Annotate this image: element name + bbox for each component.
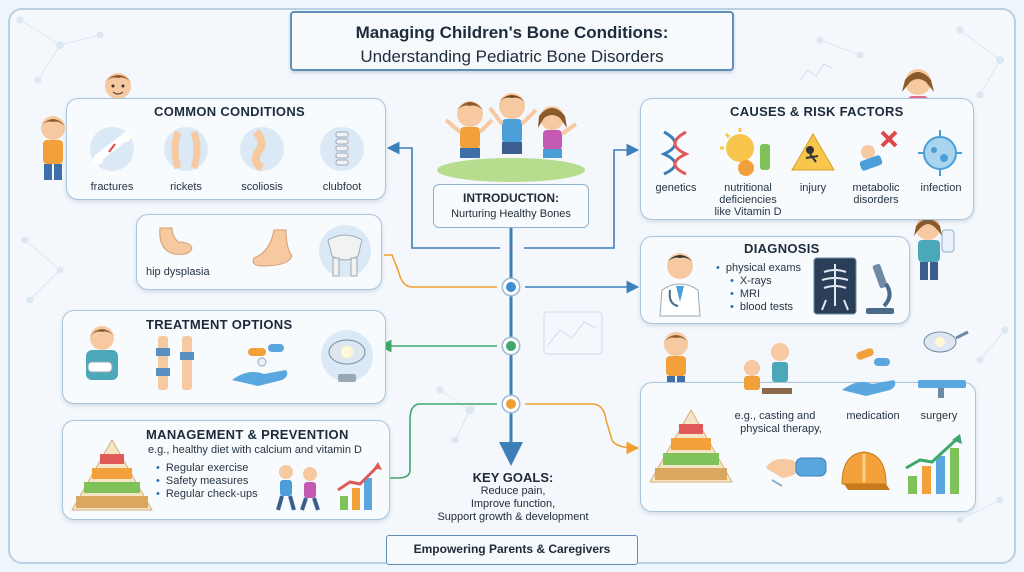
key-goal-item: Reduce pain, (480, 485, 546, 497)
condition-label-hip-dysplasia: hip dysplasia (146, 266, 210, 278)
kids-running-icon (276, 465, 320, 511)
cause-label-metabolic-2: disorders (853, 194, 899, 206)
diagnosis-list: physical exams X-rays MRI blood tests (716, 262, 801, 314)
treatment-label-therapy: physical therapy, (740, 423, 822, 435)
cause-label-nutritional-1: nutritional (724, 182, 772, 194)
cause-label-infection: infection (920, 182, 962, 194)
pills-hand-icon (842, 348, 896, 396)
physical-therapy-icon (744, 343, 792, 394)
food-pyramid-icon (71, 438, 153, 511)
growth-chart-icon (905, 434, 962, 494)
surgical-light-icon (321, 330, 373, 382)
broken-bone-icon (90, 127, 134, 171)
title-line-2: Understanding Pediatric Bone Disorders (360, 47, 664, 66)
cause-label-nutritional-3: like Vitamin D (714, 206, 782, 218)
condition-label-clubfoot: clubfoot (322, 181, 362, 193)
management-item: Safety measures (156, 475, 258, 488)
diagnosis-item: X-rays (730, 275, 801, 288)
management-item: Regular check-ups (156, 488, 258, 501)
management-subtitle: e.g., healthy diet with calcium and vita… (148, 444, 362, 456)
key-goals: KEY GOALS: Reduce pain, Improve function… (418, 470, 608, 524)
key-goals-title: KEY GOALS: (472, 470, 554, 485)
treatment-label-medication: medication (846, 410, 900, 422)
common-conditions-title: COMMON CONDITIONS (154, 104, 305, 119)
title-line-1: Managing Children's Bone Conditions: (355, 23, 669, 42)
growth-chart-icon (337, 462, 382, 510)
xray-icon (813, 257, 857, 315)
management-item: Regular exercise (156, 462, 258, 475)
bacteria-icon (918, 130, 962, 176)
cause-label-metabolic-1: metabolic (852, 182, 900, 194)
key-goal-item: Improve function, (470, 498, 556, 510)
child-arm-cast-icon (86, 326, 118, 380)
metabolic-disorder-icon (859, 130, 898, 171)
key-goal-item: Support growth & development (437, 511, 589, 523)
bowed-legs-icon (164, 127, 208, 171)
causes-title: CAUSES & RISK FACTORS (730, 104, 904, 119)
management-prevention-title: MANAGEMENT & PREVENTION (146, 427, 349, 442)
treatment-options-title: TREATMENT OPTIONS (146, 317, 293, 332)
cause-label-injury: injury (799, 182, 827, 194)
surgery-table-icon (918, 330, 969, 398)
dna-icon (660, 130, 690, 176)
timeline-node-green (503, 338, 519, 354)
condition-label-rickets: rickets (170, 181, 202, 193)
title-banner: Managing Children's Bone Conditions: Und… (290, 11, 734, 71)
cause-label-genetics: genetics (655, 182, 697, 194)
doctor-icon (659, 253, 701, 317)
food-pyramid-icon (649, 408, 733, 483)
condition-label-scoliosis: scoliosis (241, 181, 283, 193)
treatment-label-casting: e.g., casting and (734, 410, 816, 422)
hand-with-pills-icon (232, 344, 288, 386)
microscope-icon (866, 263, 894, 314)
condition-label-fractures: fractures (90, 181, 134, 193)
diagnosis-item: MRI (730, 288, 801, 301)
timeline-node-orange (503, 396, 519, 412)
leg-braces-icon (156, 336, 194, 390)
helmet-icon (841, 451, 890, 490)
cause-label-nutritional-2: deficiencies (719, 194, 777, 206)
pelvis-icon (319, 225, 371, 277)
sun-and-food-icon (720, 128, 770, 176)
child-peeking-illustration (41, 116, 65, 180)
happy-children-illustration (437, 93, 585, 182)
child-waving-illustration (105, 73, 131, 99)
intro-title: INTRODUCTION: (463, 191, 559, 205)
infant-feet-icon (159, 227, 193, 255)
footer-banner: Empowering Parents & Caregivers (386, 535, 638, 565)
foot-icon (252, 229, 293, 267)
spine-icon (320, 127, 364, 171)
arm-cast-icon (766, 457, 827, 487)
injury-fall-icon (791, 133, 835, 171)
diagnosis-title: DIAGNOSIS (744, 241, 820, 256)
management-list: Regular exercise Safety measures Regular… (156, 462, 258, 501)
intro-subtitle: Nurturing Healthy Bones (451, 208, 571, 220)
timeline-node-blue (503, 279, 519, 295)
curved-spine-icon (240, 127, 284, 172)
child-with-cast-illustration (914, 216, 955, 280)
diagnosis-item: physical exams (716, 262, 801, 275)
treatment-label-surgery: surgery (920, 410, 958, 422)
diagnosis-item: blood tests (730, 301, 801, 314)
intro-box: INTRODUCTION: Nurturing Healthy Bones (433, 184, 589, 228)
